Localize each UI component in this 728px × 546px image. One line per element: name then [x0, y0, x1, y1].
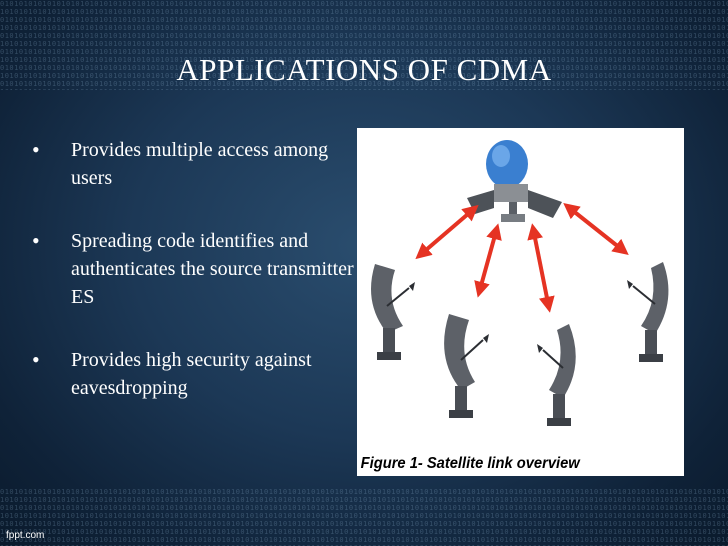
dish-antenna-icon: [627, 262, 669, 362]
bullet-list: • Provides multiple access among users •…: [32, 136, 362, 437]
dish-antenna-icon: [371, 264, 415, 360]
bullet-text: Spreading code identifies and authentica…: [71, 230, 354, 308]
bullet-item: • Provides high security against eavesdr…: [32, 346, 362, 402]
slide-title: APPLICATIONS OF CDMA: [176, 52, 552, 87]
dish-antenna-icon: [537, 324, 576, 426]
bullet-dot-icon: •: [32, 347, 40, 372]
figure-caption: Figure 1- Satellite link overview: [361, 454, 581, 472]
double-arrow-icon: [415, 203, 629, 313]
bullet-dot-icon: •: [32, 228, 40, 253]
bullet-text: Provides high security against eavesdrop…: [71, 349, 312, 399]
dish-antenna-icon: [444, 314, 489, 418]
binary-pattern-top: 0101010101010101010101010101010101010101…: [0, 0, 728, 90]
binary-pattern-bottom: 0101010101010101010101010101010101010101…: [0, 488, 728, 546]
satellite-icon: [467, 140, 562, 222]
satellite-link-figure: Figure 1- Satellite link overview: [357, 128, 684, 476]
bullet-dot-icon: •: [32, 137, 40, 162]
footer-brand: fppt.com: [6, 530, 45, 541]
bullet-item: • Spreading code identifies and authenti…: [32, 227, 362, 311]
bullet-text: Provides multiple access among users: [71, 139, 329, 189]
bullet-item: • Provides multiple access among users: [32, 136, 362, 192]
